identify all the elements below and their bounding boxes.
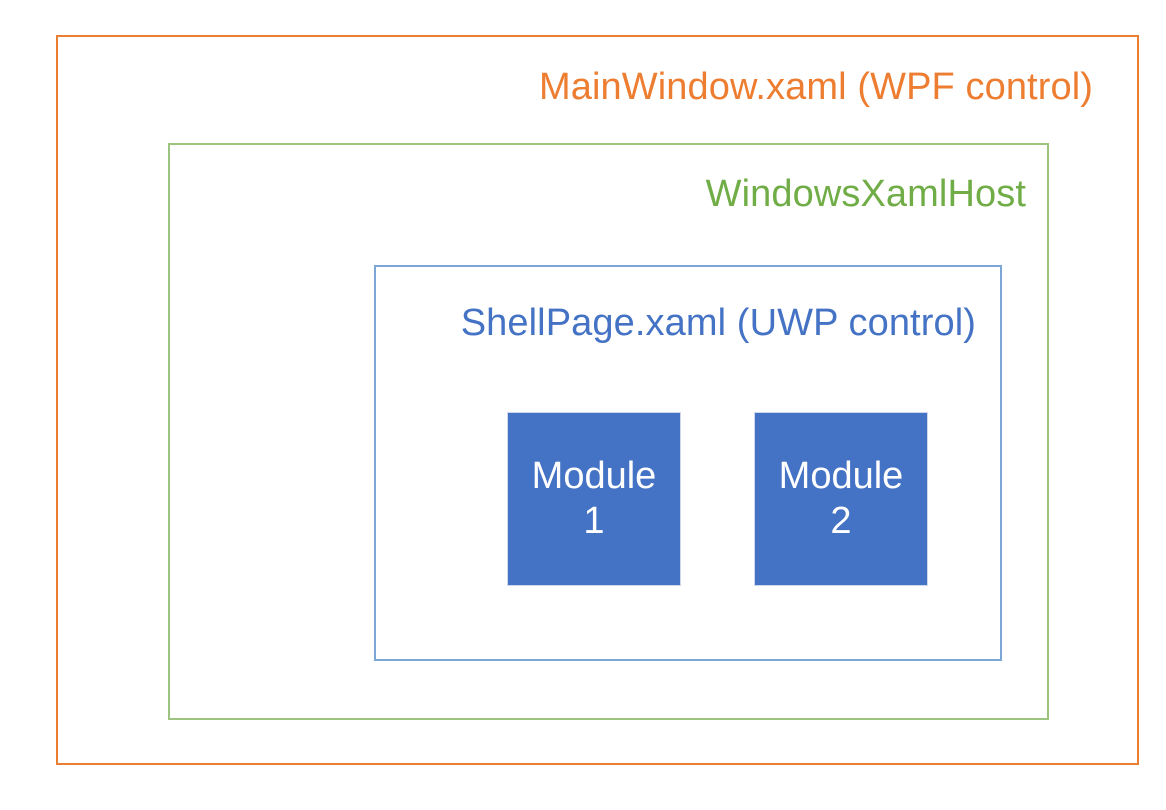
container-mainwindow-wpf: MainWindow.xaml (WPF control) WindowsXam… xyxy=(56,35,1139,765)
module-2-label-line-1: Module xyxy=(778,455,904,498)
label-windows-xaml-host: WindowsXamlHost xyxy=(705,173,1026,215)
container-shellpage-uwp: ShellPage.xaml (UWP control) Module 1 Mo… xyxy=(374,265,1002,661)
container-windows-xaml-host: WindowsXamlHost ShellPage.xaml (UWP cont… xyxy=(168,143,1049,720)
module-box-2: Module 2 xyxy=(754,412,928,586)
module-1-label-line-2: 1 xyxy=(583,500,605,542)
label-shellpage-uwp: ShellPage.xaml (UWP control) xyxy=(460,302,976,344)
module-box-1: Module 1 xyxy=(507,412,681,586)
module-2-label-line-2: 2 xyxy=(830,500,852,542)
module-1-label-line-1: Module xyxy=(531,455,657,498)
label-mainwindow-wpf: MainWindow.xaml (WPF control) xyxy=(538,66,1093,108)
